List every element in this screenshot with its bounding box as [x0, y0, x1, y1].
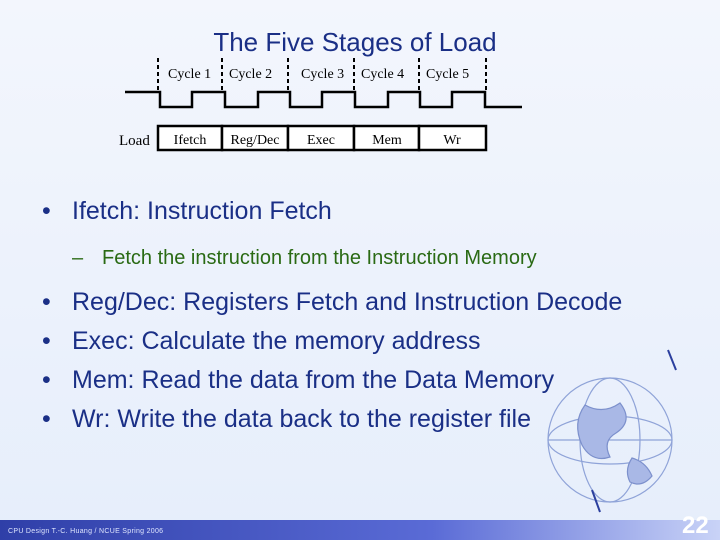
- bullet-item: • Exec: Calculate the memory address: [30, 325, 670, 358]
- bullet-item: • Reg/Dec: Registers Fetch and Instructi…: [30, 286, 670, 319]
- sub-bullet-text: Fetch the instruction from the Instructi…: [102, 247, 537, 269]
- cycle-label: Cycle 4: [361, 67, 404, 82]
- page-number: 22: [682, 512, 709, 539]
- bullet-dot: •: [42, 327, 51, 355]
- stage-label: Reg/Dec: [231, 133, 280, 148]
- globe-decoration: [547, 377, 673, 503]
- stage-box-wr: [417, 124, 488, 152]
- bullet-list: • Ifetch: Instruction Fetch – Fetch the …: [30, 195, 670, 436]
- bullet-text: Mem: Read the data from the Data Memory: [72, 366, 555, 394]
- stage-box-regdec: [220, 124, 290, 152]
- bullet-text: Reg/Dec: Registers Fetch and Instruction…: [72, 288, 623, 316]
- footer-bar: [0, 520, 720, 540]
- globe-tick: [667, 349, 677, 371]
- stage-box-exec: [286, 124, 356, 152]
- bullet-item: • Mem: Read the data from the Data Memor…: [30, 364, 670, 397]
- pipeline-diagram: Cycle 1 Cycle 2 Cycle 3 Cycle 4 Cycle 5 …: [119, 58, 677, 513]
- cycle-label: Cycle 5: [426, 67, 469, 82]
- bullet-dot: •: [42, 288, 51, 316]
- cycle-label: Cycle 3: [301, 67, 344, 82]
- slide-title: The Five Stages of Load: [213, 27, 497, 57]
- bullet-dot: •: [42, 405, 51, 433]
- globe-tick: [591, 489, 601, 513]
- bullet-item: • Ifetch: Instruction Fetch: [30, 195, 670, 228]
- bullet-item: • Wr: Write the data back to the registe…: [30, 403, 670, 436]
- stage-label: Exec: [307, 133, 335, 148]
- stage-label: Ifetch: [174, 133, 207, 148]
- cycle-label: Cycle 2: [229, 67, 272, 82]
- bullet-dash: –: [72, 247, 84, 269]
- bullet-dot: •: [42, 197, 51, 225]
- footer-text: CPU Design T.-C. Huang / NCUE Spring 200…: [8, 528, 164, 535]
- stage-label: Wr: [443, 133, 461, 148]
- bullet-dot: •: [42, 366, 51, 394]
- sub-bullet-item: – Fetch the instruction from the Instruc…: [30, 244, 670, 272]
- clock-waveform: [125, 90, 522, 109]
- bullet-text: Wr: Write the data back to the register …: [72, 405, 531, 433]
- cycle-label: Cycle 1: [168, 67, 211, 82]
- bullet-text: Ifetch: Instruction Fetch: [72, 197, 332, 225]
- bullet-text: Exec: Calculate the memory address: [72, 327, 481, 355]
- row-label: Load: [119, 133, 150, 149]
- stage-label: Mem: [372, 133, 402, 148]
